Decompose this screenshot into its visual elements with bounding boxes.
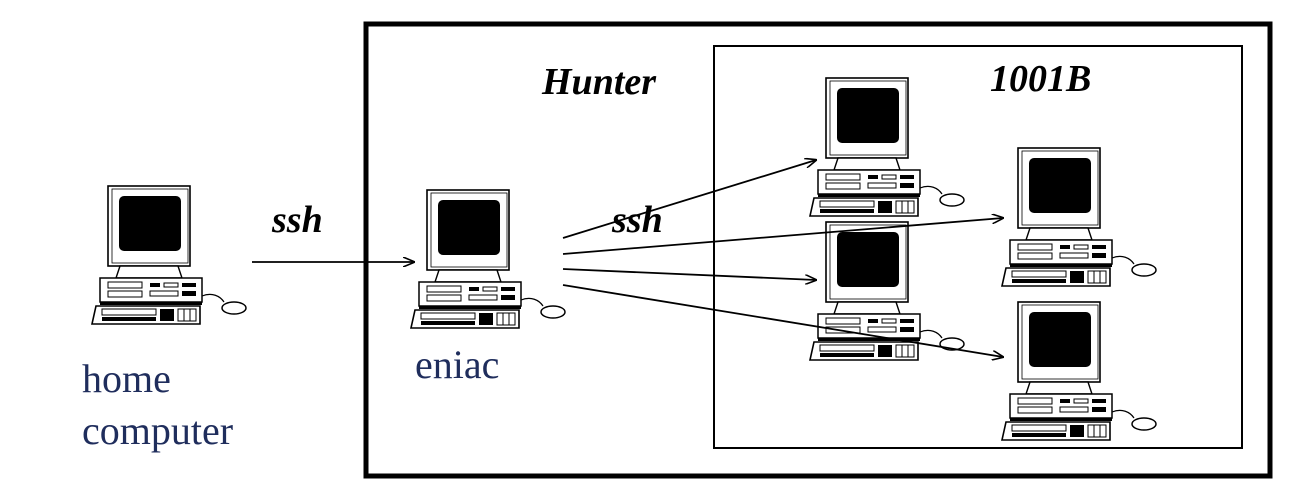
lab-computer-3-icon <box>1001 147 1157 287</box>
lab-computer-4-icon <box>1001 301 1157 441</box>
ssh-arrow-eniac-to-lab-1 <box>562 160 816 239</box>
lab-computer-2-icon <box>809 221 965 361</box>
eniac-computer-icon <box>410 189 566 329</box>
lab-computer-1-icon <box>809 77 965 217</box>
hunter-label: Hunter <box>541 61 657 103</box>
hunter-box <box>363 21 1273 479</box>
home-computer-label-line2: computer <box>82 408 233 453</box>
ssh-arrow-eniac-to-lab-4 <box>562 284 1003 357</box>
lab-1001b-box <box>713 45 1243 449</box>
home-computer-label-line1: home <box>82 356 171 401</box>
ssh-arrow-eniac-to-lab-2 <box>562 268 816 280</box>
ssh-label-left: ssh <box>271 199 323 241</box>
ssh-arrow-eniac-to-lab-3 <box>562 218 1003 255</box>
lab-1001b-label: 1001B <box>990 58 1091 100</box>
eniac-label: eniac <box>415 342 499 387</box>
home-computer-icon <box>91 185 247 325</box>
ssh-label-right: ssh <box>611 199 663 241</box>
